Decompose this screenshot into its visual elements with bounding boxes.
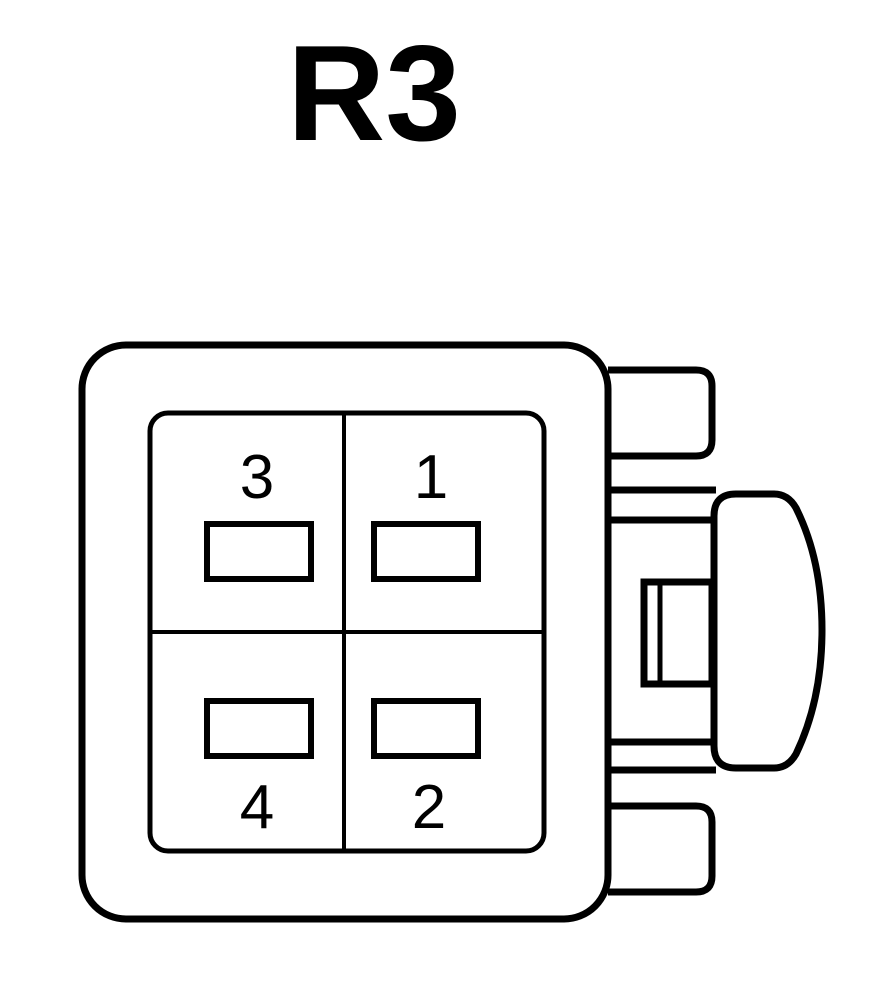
pin-4: 4 [204,698,314,842]
pin-label: 1 [414,443,448,512]
upper-latch-tab [608,366,716,460]
connector-title: R3 [287,17,461,169]
lower-latch-tab [608,802,716,896]
pin-label: 4 [240,773,274,842]
pin-terminal [204,698,314,759]
lever-slot [640,578,716,688]
pin-1: 1 [371,443,481,582]
pin-terminal [371,698,481,759]
pin-label: 2 [412,773,446,842]
pin-terminal [371,521,481,582]
pin-3: 3 [204,443,314,582]
pin-label: 3 [240,443,274,512]
pin-2: 2 [371,698,481,842]
lever-cap [710,490,826,772]
locking-lever [608,486,826,774]
pin-terminal [204,521,314,582]
